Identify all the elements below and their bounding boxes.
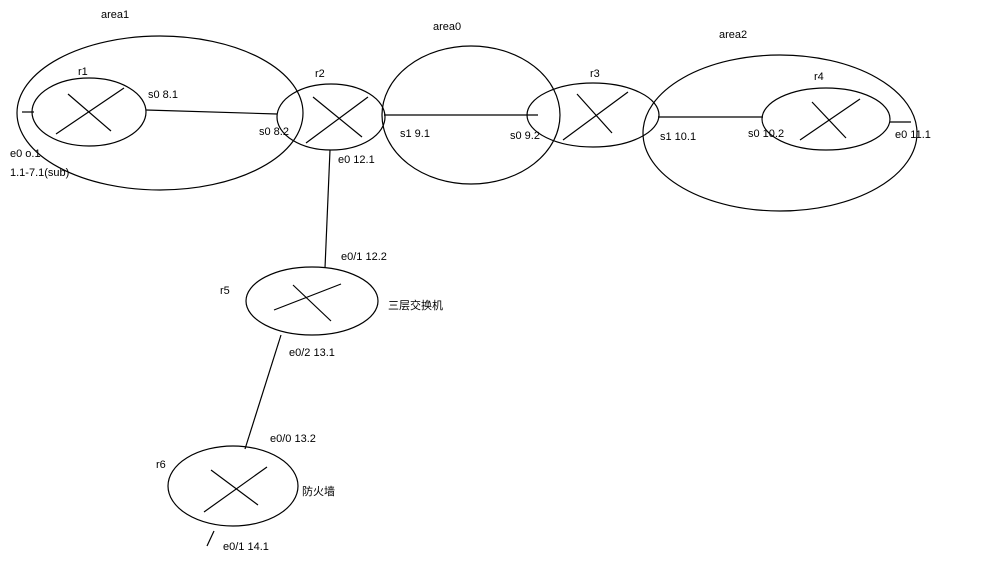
router-r1-label: r1 [78, 66, 88, 78]
router-r5 [245, 266, 379, 336]
router-r4-body [761, 87, 891, 151]
area0-boundary [381, 45, 561, 185]
r6-device-type: 防火墙 [302, 484, 335, 498]
router-r6-label: r6 [156, 459, 166, 471]
r1-sub-label: 1.1-7.1(sub) [10, 167, 69, 179]
r5-device-type: 三层交换机 [388, 298, 443, 312]
router-r3-cross [562, 91, 629, 141]
r1-e0-label: e0 o.1 [10, 148, 41, 160]
router-r2 [276, 83, 386, 151]
r4-s0-label: s0 10.2 [748, 128, 784, 140]
router-r5-cross [273, 283, 342, 311]
router-r2-cross [305, 96, 369, 144]
router-r2-label: r2 [315, 68, 325, 80]
link-r2-r5 [324, 149, 331, 269]
area0-label: area0 [433, 21, 461, 33]
router-r6 [167, 445, 299, 527]
r2-s1-label: s1 9.1 [400, 128, 430, 140]
router-r5-cross [292, 284, 332, 322]
r2-s0-label: s0 8.2 [259, 126, 289, 138]
router-r6-cross [210, 469, 259, 506]
router-r4-label: r4 [814, 71, 824, 83]
router-r2-body [276, 83, 386, 151]
router-r6-body [167, 445, 299, 527]
link-r5-r6 [244, 334, 282, 450]
router-r5-body [245, 266, 379, 336]
r5-e01-label: e0/1 12.2 [341, 251, 387, 263]
r6-e00-label: e0/0 13.2 [270, 433, 316, 445]
router-r3-cross [576, 93, 613, 134]
r3-s0-label: s0 9.2 [510, 130, 540, 142]
r2-e0-label: e0 12.1 [338, 154, 375, 166]
router-r3 [526, 82, 660, 148]
router-r4-cross [811, 101, 847, 139]
area1-label: area1 [101, 9, 129, 21]
router-r5-label: r5 [220, 285, 230, 297]
r5-e02-label: e0/2 13.1 [289, 347, 335, 359]
area2-boundary [642, 54, 918, 212]
r6-e01-label: e0/1 14.1 [223, 541, 269, 553]
area1-boundary [16, 35, 304, 191]
router-r1 [31, 77, 147, 147]
router-r3-label: r3 [590, 68, 600, 80]
r1-s0-label: s0 8.1 [148, 89, 178, 101]
router-r4-cross [799, 98, 861, 141]
link-r1-r2 [145, 109, 278, 115]
r4-e0-label: e0 11.1 [895, 129, 931, 141]
router-r3-body [526, 82, 660, 148]
router-r4 [761, 87, 891, 151]
router-r1-body [31, 77, 147, 147]
router-r1-cross [67, 93, 112, 132]
router-r1-cross [55, 87, 125, 135]
area2-label: area2 [719, 29, 747, 41]
stub-r6-e01 [206, 530, 215, 547]
r3-s1-label: s1 10.1 [660, 131, 696, 143]
router-r2-cross [312, 96, 363, 138]
router-r6-cross [203, 466, 268, 513]
